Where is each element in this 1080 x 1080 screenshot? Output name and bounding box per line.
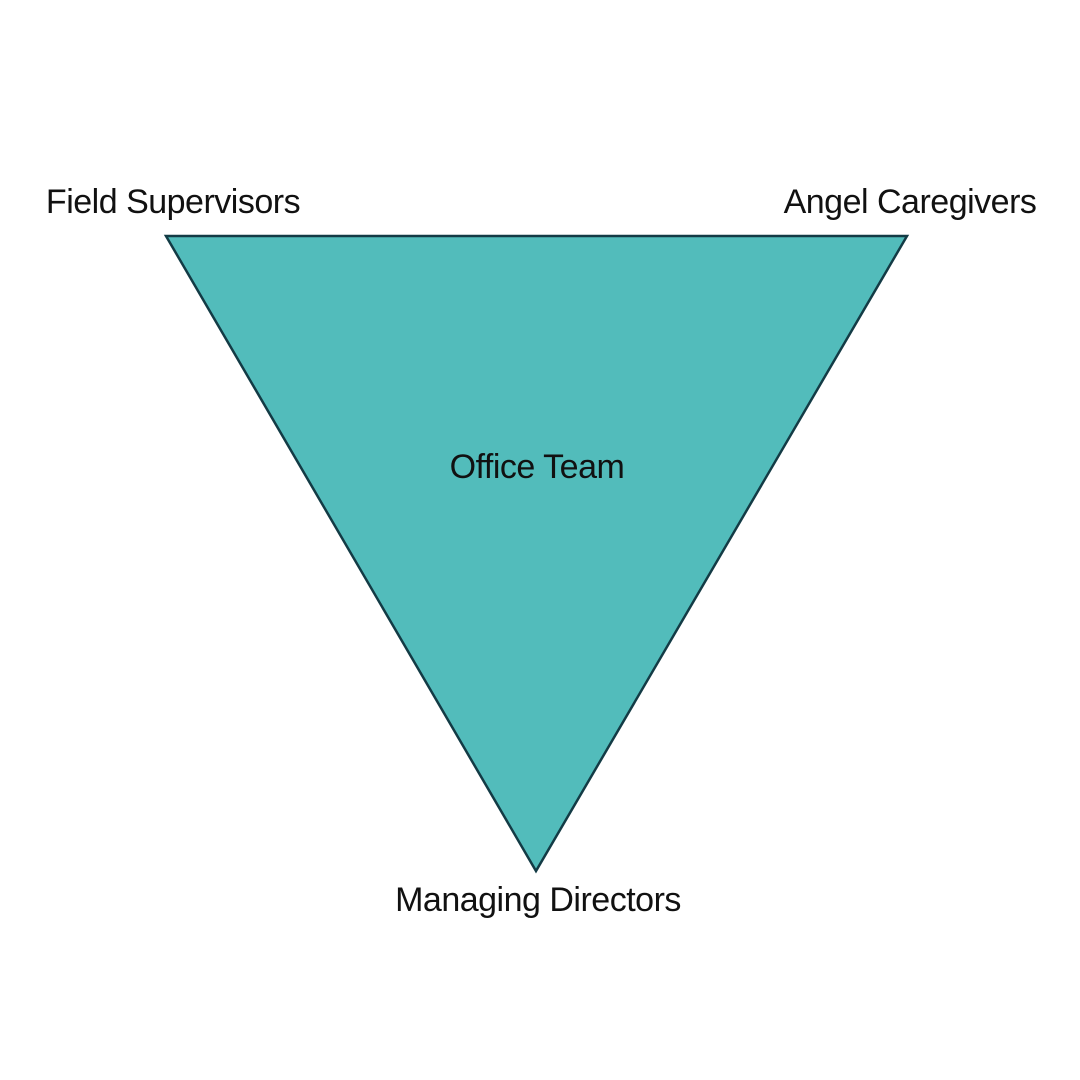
inverted-triangle-shape [163, 234, 910, 874]
label-managing-directors: Managing Directors [395, 881, 681, 919]
label-office-team: Office Team [450, 448, 625, 486]
label-field-supervisors: Field Supervisors [46, 183, 300, 221]
label-angel-caregivers: Angel Caregivers [784, 183, 1037, 221]
